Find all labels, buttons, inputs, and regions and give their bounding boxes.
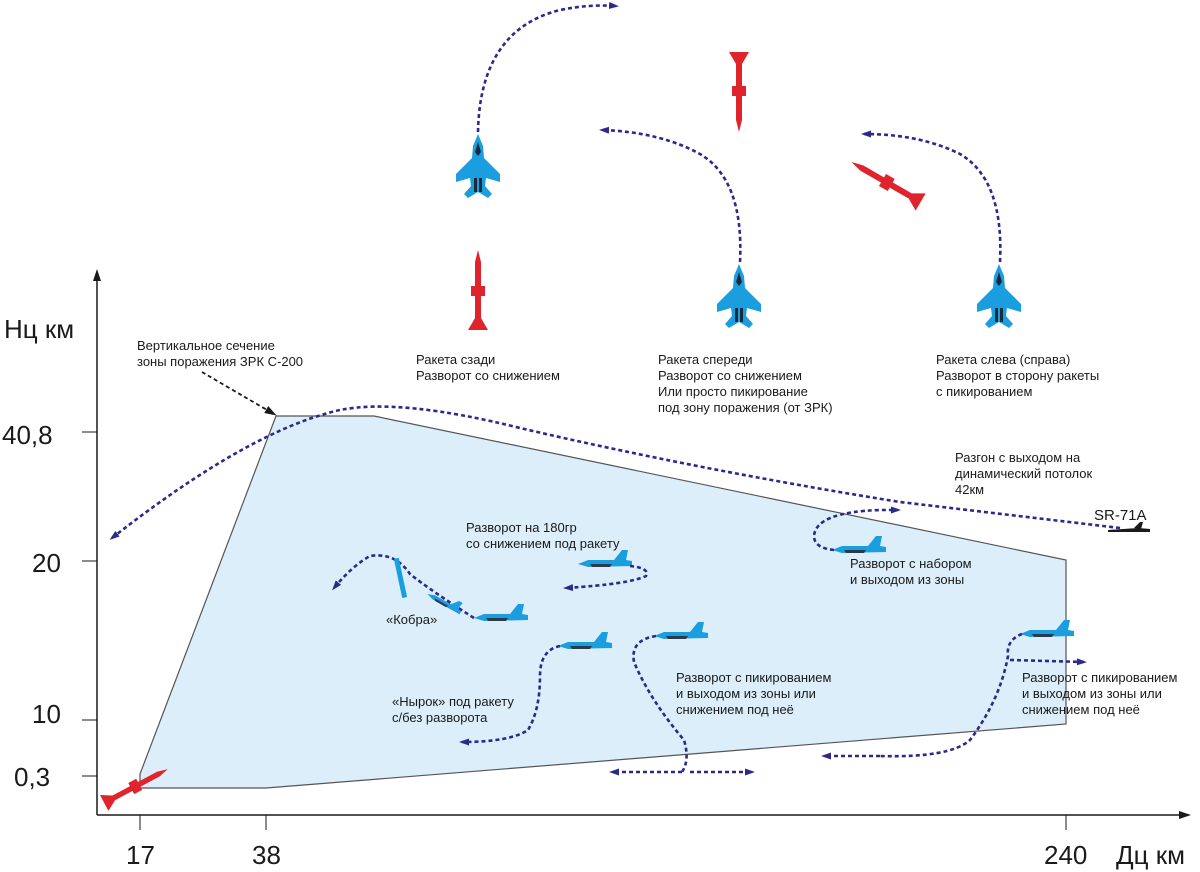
dive-under-path bbox=[459, 644, 561, 746]
scenario-1-path bbox=[476, 1, 619, 133]
fighter-jet-icon bbox=[393, 557, 408, 598]
kill-zone-polygon bbox=[139, 415, 1067, 789]
missile-icon bbox=[729, 52, 749, 132]
fighter-jet-icon bbox=[717, 264, 761, 328]
dive-exit-mid-label: Разворот с пикированием и выходом из зон… bbox=[676, 670, 835, 717]
x-tick-38: 38 bbox=[252, 840, 281, 870]
dive-exit-right-right-arrow bbox=[1009, 658, 1087, 666]
turn180-label: Разворот на 180гр со снижением под ракет… bbox=[466, 520, 620, 551]
missile-icon bbox=[846, 153, 926, 211]
y-axis-title: Нц км bbox=[4, 314, 74, 344]
dive-under-label: «Нырок» под ракету с/без разворота bbox=[392, 694, 517, 725]
accel-label: Разгон с выходом на динамический потолок… bbox=[955, 450, 1096, 497]
y-tick-0-3: 0,3 bbox=[14, 762, 50, 792]
dive-exit-right-path bbox=[879, 632, 1023, 758]
y-tick-40-8: 40,8 bbox=[2, 420, 53, 450]
turn180-path bbox=[563, 564, 648, 592]
x-tick-240: 240 bbox=[1044, 840, 1087, 870]
dive-exit-right-label: Разворот с пикированием и выходом из зон… bbox=[1022, 670, 1181, 717]
sr71-icon bbox=[1108, 522, 1150, 532]
scenario-3-path bbox=[861, 130, 1002, 263]
cobra-label: «Кобра» bbox=[386, 612, 437, 627]
y-tick-10: 10 bbox=[32, 699, 61, 729]
sr71-label: SR-71A bbox=[1094, 507, 1147, 524]
climb-exit-label: Разворот с набором и выходом из зоны bbox=[850, 556, 975, 587]
y-tick-20: 20 bbox=[32, 548, 61, 578]
scenario-2-path bbox=[599, 126, 742, 263]
missile-icon bbox=[468, 250, 488, 330]
zone-label: Вертикальное сечение зоны поражения ЗРК … bbox=[137, 338, 303, 369]
zone-label-pointer bbox=[201, 371, 277, 416]
fighter-jet-icon bbox=[977, 264, 1021, 328]
x-tick-17: 17 bbox=[126, 840, 155, 870]
fighter-jet-icon bbox=[456, 134, 500, 198]
scenario-1-label: Ракета сзади Разворот со снижением bbox=[416, 352, 560, 383]
x-axis-title: Дц км bbox=[1116, 840, 1185, 870]
scenario-3-label: Ракета слева (справа) Разворот в сторону… bbox=[936, 352, 1103, 399]
climb-exit-path bbox=[812, 506, 901, 552]
dive-exit-mid-path bbox=[632, 634, 688, 773]
sr71-trajectory bbox=[109, 405, 1121, 540]
scenario-2-label: Ракета спереди Разворот со снижением Или… bbox=[658, 352, 833, 415]
